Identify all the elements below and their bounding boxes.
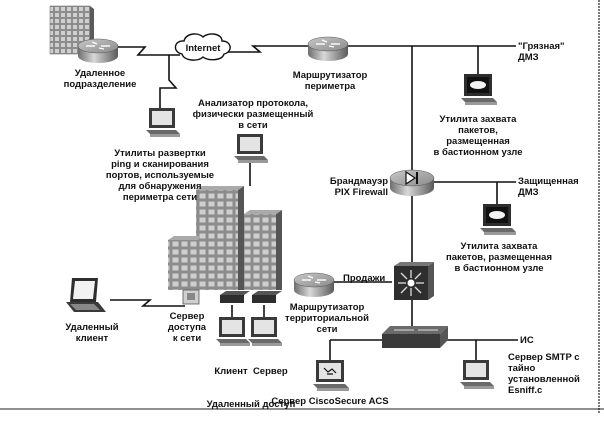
label-line: "Грязная" (518, 41, 565, 52)
label-sales: Продажи (343, 273, 385, 284)
network-links (87, 45, 518, 360)
label-line: Клиент Сервер (214, 366, 288, 377)
label-line: Internet (185, 43, 221, 54)
multilayer-switch-icon (394, 262, 434, 300)
label-remote-client: Удаленный клиент (62, 322, 122, 344)
label-line: ИС (520, 335, 534, 346)
label-line: установленной (508, 374, 580, 385)
label-ping-scanner: Утилиты развертки ping и сканирования по… (100, 148, 220, 203)
label-line: Удаленное (74, 68, 126, 79)
label-line: Продажи (343, 273, 386, 284)
label-line: Маршрутизатор (289, 302, 365, 313)
label-wan-router: Маршрутизатор территориальной сети (282, 302, 372, 335)
label-line: Утилита захвата (439, 114, 517, 125)
label-line: Сервер CiscoSecure ACS (271, 396, 389, 407)
label-line: Анализатор протокола, (197, 98, 308, 109)
label-line: в бастионном узле (454, 263, 544, 274)
label-line: Утилиты развертки (114, 148, 206, 159)
workstation-icon (234, 134, 268, 163)
label-line: Сервер SMTP с (508, 352, 580, 363)
label-line: ДМЗ (518, 52, 539, 63)
label-line: подразделение (63, 79, 137, 90)
label-line: сети (316, 324, 338, 335)
label-line: тайно (508, 363, 536, 374)
cloud-icon (174, 33, 231, 61)
label-line: физически размещенный (192, 109, 314, 120)
link-laptop-access-server (110, 299, 185, 307)
label-line: Esniff.c (508, 385, 543, 396)
label-line: Сервер (169, 311, 205, 322)
label-line: пакетов, размещенная (446, 252, 552, 263)
label-line: клиент (75, 333, 109, 344)
label-line: периметра (304, 81, 356, 92)
workstation-icon (460, 360, 494, 389)
label-internet: Internet (183, 43, 223, 54)
label-is: ИС (520, 335, 534, 346)
label-line: ДМЗ (518, 187, 539, 198)
label-line: PIX Firewall (334, 187, 388, 198)
label-line: размещенная (446, 136, 510, 147)
link-internet-perimeter-router (228, 45, 310, 53)
link-internet-ping-scanner (159, 55, 178, 108)
hub-icon (220, 291, 282, 303)
label-line: периметра сети (122, 192, 198, 203)
label-protected-dmz: Защищенная ДМЗ (518, 176, 579, 198)
label-protected-dmz-sniffer: Утилита захвата пакетов, размещенная в б… (444, 241, 554, 274)
label-protocol-analyzer: Анализатор протокола, физически размещен… (192, 98, 314, 131)
label-line: Маршрутизатор (292, 70, 368, 81)
label-pix-firewall: Брандмауэр PIX Firewall (318, 176, 388, 198)
label-dirty-dmz: "Грязная" ДМЗ (518, 41, 565, 63)
workstation-icon (146, 108, 180, 137)
label-line: Утилита захвата (460, 241, 538, 252)
label-perimeter-router: Маршрутизатор периметра (290, 70, 370, 92)
workstation-icon (480, 204, 516, 235)
label-line: Брандмауэр (329, 176, 388, 187)
label-line: Защищенная (518, 176, 579, 187)
label-ciscosecure-acs: Сервер CiscoSecure ACS (260, 396, 400, 407)
laptop-icon (66, 278, 106, 312)
label-line: портов, используемые (105, 170, 215, 181)
label-dirty-dmz-sniffer: Утилита захвата пакетов, размещенная в б… (428, 114, 528, 158)
switch-icon (382, 326, 448, 348)
firewall-icon (389, 169, 435, 196)
perimeter-router-icon (307, 36, 349, 62)
label-line: Удаленный (65, 322, 119, 333)
label-line: Удаленный доступ (206, 399, 296, 410)
label-line: в бастионном узле (433, 147, 523, 158)
label-line: к сети (172, 333, 202, 344)
workstation-icon (216, 317, 250, 346)
label-remote-access: Клиент Сервер Удаленный доступ (196, 344, 306, 421)
label-line: в сети (238, 120, 268, 131)
label-smtp-server: Сервер SMTP с тайно установленной Esniff… (508, 352, 580, 396)
acs-server-icon (313, 360, 349, 391)
router-icon (293, 272, 335, 298)
workstation-icon (461, 74, 497, 105)
label-line: доступа (167, 322, 207, 333)
building-icon (168, 186, 282, 290)
router-icon (77, 38, 119, 64)
label-line: территориальной (285, 313, 369, 324)
label-remote-office: Удаленное подразделение (55, 68, 145, 90)
access-server-icon (182, 289, 200, 305)
workstation-icon (248, 317, 282, 346)
label-line: пакетов, (458, 125, 498, 136)
label-line: ping и сканирования (111, 159, 209, 170)
label-access-server: Сервер доступа к сети (162, 311, 212, 344)
label-line: для обнаружения (118, 181, 202, 192)
